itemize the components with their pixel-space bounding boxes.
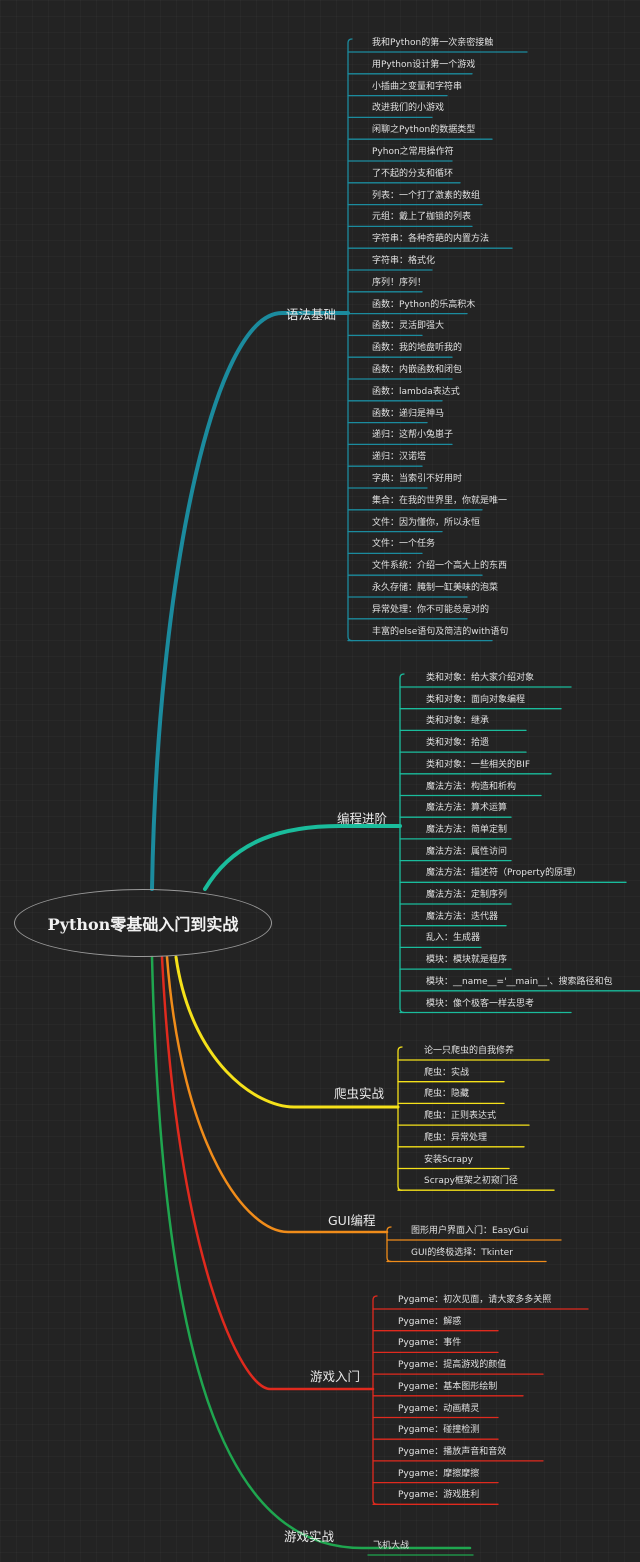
leaf-topic[interactable]: 递归：汉诺塔 <box>372 452 427 463</box>
leaf-topic[interactable]: 用Python设计第一个游戏 <box>372 59 476 70</box>
leaf-topic[interactable]: 递归：这帮小兔崽子 <box>372 430 454 441</box>
leaf-bracket-advanced <box>399 673 405 1014</box>
leaf-topic[interactable]: 永久存储：腌制一缸美味的泡菜 <box>372 583 499 593</box>
leaf-topic[interactable]: 字典：当索引不好用时 <box>372 474 463 484</box>
leaf-topic[interactable]: 文件：因为懂你，所以永恒 <box>372 517 481 528</box>
leaf-topic[interactable]: 爬虫：正则表达式 <box>424 1111 497 1122</box>
leaf-topic[interactable]: 函数：灵活即强大 <box>372 321 445 332</box>
leaf-topic[interactable]: GUI的终极选择：Tkinter <box>411 1247 513 1258</box>
leaf-topic[interactable]: 异常处理：你不可能总是对的 <box>372 604 490 615</box>
leaf-topic[interactable]: Pyhon之常用操作符 <box>372 147 454 157</box>
leaf-topic[interactable]: Pygame：碰撞检测 <box>398 1425 480 1436</box>
leaf-topic[interactable]: 丰富的else语句及简洁的with语句 <box>372 626 509 637</box>
branch-connector-syntax <box>150 311 350 891</box>
leaf-bracket-gui <box>386 1226 392 1263</box>
leaf-topic[interactable]: 元组：戴上了枷锁的列表 <box>372 212 472 223</box>
leaf-topic[interactable]: 函数：我的地盘听我的 <box>372 343 463 354</box>
leaf-topic[interactable]: 列表：一个打了激素的数组 <box>372 190 481 201</box>
branch-game-project[interactable]: 游戏实战 <box>284 1529 335 1544</box>
leaf-topic[interactable]: 魔法方法：属性访问 <box>426 846 508 857</box>
branch-connector-gui <box>165 955 389 1234</box>
leaf-topic[interactable]: 集合：在我的世界里，你就是唯一 <box>372 495 508 506</box>
leaf-topic[interactable]: 图形用户界面入门：EasyGui <box>411 1226 529 1236</box>
leaf-topic[interactable]: Pygame：提高游戏的颜值 <box>398 1360 507 1371</box>
leaf-topic[interactable]: 闲聊之Python的数据类型 <box>372 125 476 136</box>
leaf-topic[interactable]: Pygame：动画精灵 <box>398 1403 480 1414</box>
leaf-topic[interactable]: Pygame：初次见面，请大家多多关照 <box>398 1295 552 1305</box>
leaf-bracket-game-intro <box>372 1295 378 1505</box>
leaf-topic[interactable]: 类和对象：给大家介绍对象 <box>426 673 535 683</box>
leaf-topic[interactable]: 字符串：格式化 <box>372 256 436 266</box>
leaf-topic[interactable]: 模块：像个极客一样去思考 <box>426 998 535 1009</box>
leaf-topic[interactable]: 文件系统：介绍一个高大上的东西 <box>372 561 508 572</box>
root-title: Python零基础入门到实战 <box>47 915 239 934</box>
leaf-topic[interactable]: Pygame：播放声音和音效 <box>398 1446 507 1457</box>
leaf-topic[interactable]: 飞机大战 <box>373 1541 410 1551</box>
branch-crawler[interactable]: 爬虫实战 <box>334 1086 385 1101</box>
branch-connector-advanced <box>203 824 402 891</box>
leaf-topic[interactable]: 文件：一个任务 <box>372 539 436 550</box>
leaf-topic[interactable]: 函数：内嵌函数和闭包 <box>372 365 463 375</box>
leaf-topic[interactable]: 魔法方法：描述符（Property的原理） <box>426 868 582 879</box>
leaf-topic[interactable]: 函数：lambda表达式 <box>372 386 460 397</box>
leaf-topic[interactable]: 魔法方法：构造和析构 <box>426 781 517 792</box>
leaf-topic[interactable]: 类和对象：一些相关的BIF <box>426 759 531 770</box>
leaf-topic[interactable]: 我和Python的第一次亲密接触 <box>372 38 494 48</box>
leaf-topic[interactable]: 安装Scrapy <box>424 1154 473 1165</box>
leaf-topic[interactable]: 论一只爬虫的自我修养 <box>424 1046 515 1056</box>
leaf-topic[interactable]: 乱入：生成器 <box>426 933 481 944</box>
leaf-topic[interactable]: 字符串：各种奇葩的内置方法 <box>372 234 490 245</box>
leaf-topic[interactable]: 魔法方法：迭代器 <box>426 911 499 922</box>
leaf-topic[interactable]: 了不起的分支和循环 <box>372 168 454 179</box>
leaf-topic[interactable]: Pygame：游戏胜利 <box>398 1490 480 1501</box>
branch-advanced[interactable]: 编程进阶 <box>337 811 388 826</box>
leaf-topic[interactable]: 魔法方法：算术运算 <box>426 803 508 814</box>
branch-connector-game-intro <box>160 955 375 1391</box>
branch-syntax[interactable]: 语法基础 <box>286 307 337 322</box>
branch-connector-game-project <box>150 955 472 1550</box>
branch-gui[interactable]: GUI编程 <box>328 1213 376 1228</box>
leaf-topic[interactable]: 类和对象：继承 <box>426 716 490 727</box>
leaf-topic[interactable]: 魔法方法：定制序列 <box>426 890 508 900</box>
leaf-topic[interactable]: 函数：递归是神马 <box>372 408 445 419</box>
leaf-topic[interactable]: 魔法方法：简单定制 <box>426 824 508 835</box>
branch-connector-crawler <box>174 955 400 1109</box>
leaf-topic[interactable]: 爬虫：异常处理 <box>424 1132 488 1143</box>
leaf-topic[interactable]: 小插曲之变量和字符串 <box>372 81 463 92</box>
leaf-topic[interactable]: 类和对象：拾遗 <box>426 738 490 749</box>
leaf-topic[interactable]: Pygame：解惑 <box>398 1316 462 1327</box>
leaf-bracket-syntax <box>347 38 353 642</box>
leaf-topic[interactable]: 函数：Python的乐高积木 <box>372 299 476 310</box>
leaf-topic[interactable]: 模块：模块就是程序 <box>426 955 508 966</box>
leaf-topic[interactable]: 序列！序列！ <box>372 277 427 288</box>
root-node[interactable]: Python零基础入门到实战 <box>14 889 272 957</box>
leaf-topic[interactable]: Pygame：基本图形绘制 <box>398 1381 498 1392</box>
leaf-topic[interactable]: Pygame：摩擦摩擦 <box>398 1468 480 1479</box>
branch-game-intro[interactable]: 游戏入门 <box>310 1369 361 1384</box>
leaf-topic[interactable]: 爬虫：实战 <box>424 1067 470 1078</box>
leaf-topic[interactable]: 类和对象：面向对象编程 <box>426 694 526 705</box>
leaf-topic[interactable]: 模块：__name__='__main__'、搜索路径和包 <box>426 976 613 987</box>
leaf-topic[interactable]: 改进我们的小游戏 <box>372 103 445 114</box>
leaf-topic[interactable]: 爬虫：隐藏 <box>424 1089 470 1100</box>
leaf-topic[interactable]: Scrapy框架之初窥门径 <box>424 1176 518 1187</box>
leaf-topic[interactable]: Pygame：事件 <box>398 1338 462 1349</box>
